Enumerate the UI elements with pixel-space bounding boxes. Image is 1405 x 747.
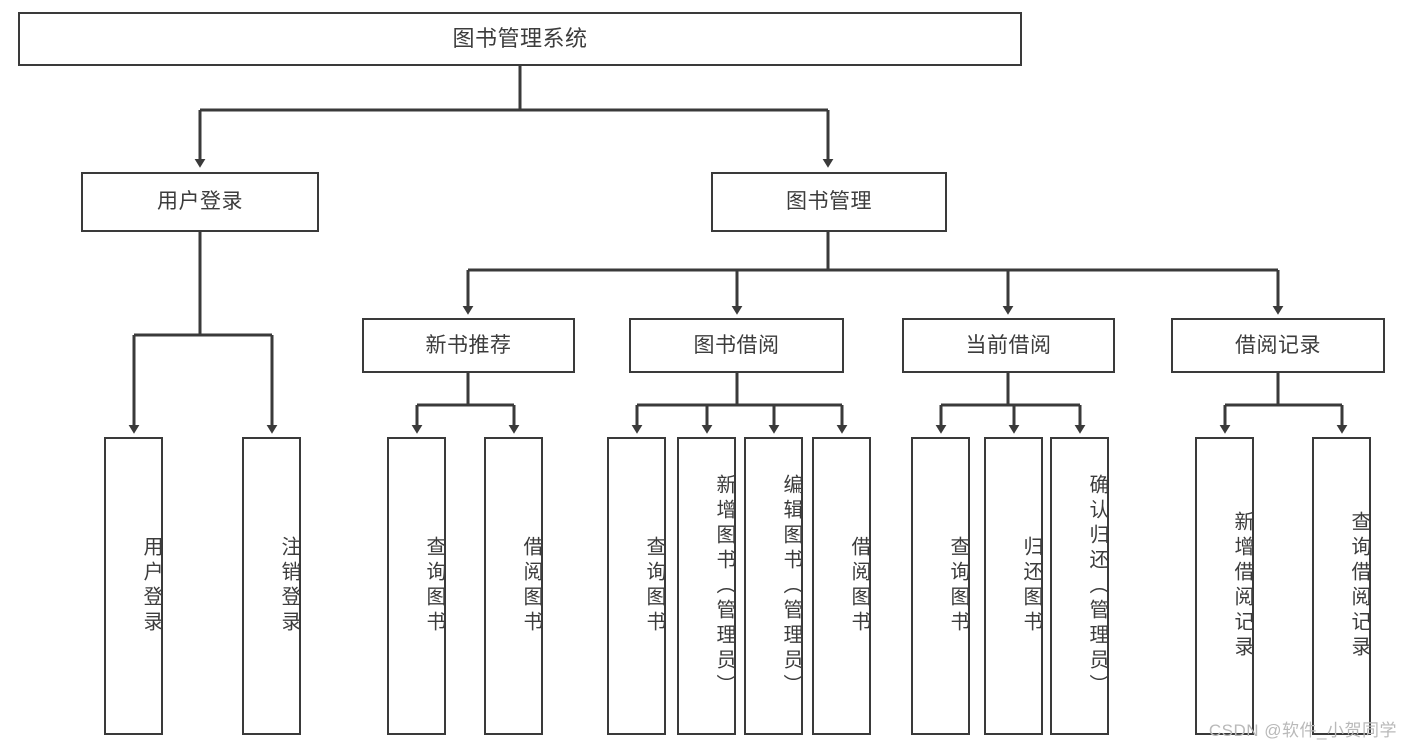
node-new-book-recommend-label: 新书推荐 xyxy=(425,333,512,357)
node-borrow-book-1-label: 借阅图书 xyxy=(520,536,542,636)
node-query-borrow-record-label: 查询借阅记录 xyxy=(1348,511,1370,661)
node-return-book-label: 归还图书 xyxy=(1020,536,1042,636)
node-edit-book-admin[interactable]: 编辑图书（管理员） xyxy=(744,437,803,735)
csdn-watermark: CSDN @软件_小贺同学 xyxy=(1208,721,1397,740)
node-book-borrow[interactable]: 图书借阅 xyxy=(629,318,844,373)
node-borrow-records[interactable]: 借阅记录 xyxy=(1171,318,1385,373)
node-book-management[interactable]: 图书管理 xyxy=(711,172,947,232)
node-current-borrow[interactable]: 当前借阅 xyxy=(902,318,1115,373)
node-confirm-return-admin[interactable]: 确认归还（管理员） xyxy=(1050,437,1109,735)
node-borrow-book-2-label: 借阅图书 xyxy=(848,536,870,636)
node-borrow-book-1[interactable]: 借阅图书 xyxy=(484,437,543,735)
node-query-book-3-label: 查询图书 xyxy=(947,536,969,636)
node-query-book-3[interactable]: 查询图书 xyxy=(911,437,970,735)
node-add-book-admin[interactable]: 新增图书（管理员） xyxy=(677,437,736,735)
node-add-borrow-record[interactable]: 新增借阅记录 xyxy=(1195,437,1254,735)
node-query-book-1-label: 查询图书 xyxy=(423,536,445,636)
node-add-borrow-record-label: 新增借阅记录 xyxy=(1231,511,1253,661)
node-user-login-do-label: 用户登录 xyxy=(140,536,162,636)
node-edit-book-admin-label: 编辑图书（管理员） xyxy=(780,473,802,699)
node-confirm-return-admin-label: 确认归还（管理员） xyxy=(1086,473,1108,699)
node-book-borrow-label: 图书借阅 xyxy=(693,333,780,357)
node-book-management-label: 图书管理 xyxy=(786,190,872,214)
node-query-book-1[interactable]: 查询图书 xyxy=(387,437,446,735)
node-current-borrow-label: 当前借阅 xyxy=(965,333,1052,357)
node-user-login-do[interactable]: 用户登录 xyxy=(104,437,163,735)
node-return-book[interactable]: 归还图书 xyxy=(984,437,1043,735)
node-user-logout-label: 注销登录 xyxy=(278,536,300,636)
node-new-book-recommend[interactable]: 新书推荐 xyxy=(362,318,575,373)
node-root[interactable]: 图书管理系统 xyxy=(18,12,1022,66)
node-borrow-book-2[interactable]: 借阅图书 xyxy=(812,437,871,735)
node-user-logout[interactable]: 注销登录 xyxy=(242,437,301,735)
node-user-login-label: 用户登录 xyxy=(157,190,243,214)
node-add-book-admin-label: 新增图书（管理员） xyxy=(713,473,735,699)
node-borrow-records-label: 借阅记录 xyxy=(1235,333,1321,357)
node-query-book-2[interactable]: 查询图书 xyxy=(607,437,666,735)
node-query-borrow-record[interactable]: 查询借阅记录 xyxy=(1312,437,1371,735)
node-query-book-2-label: 查询图书 xyxy=(643,536,665,636)
node-user-login[interactable]: 用户登录 xyxy=(81,172,319,232)
node-root-label: 图书管理系统 xyxy=(452,25,588,51)
